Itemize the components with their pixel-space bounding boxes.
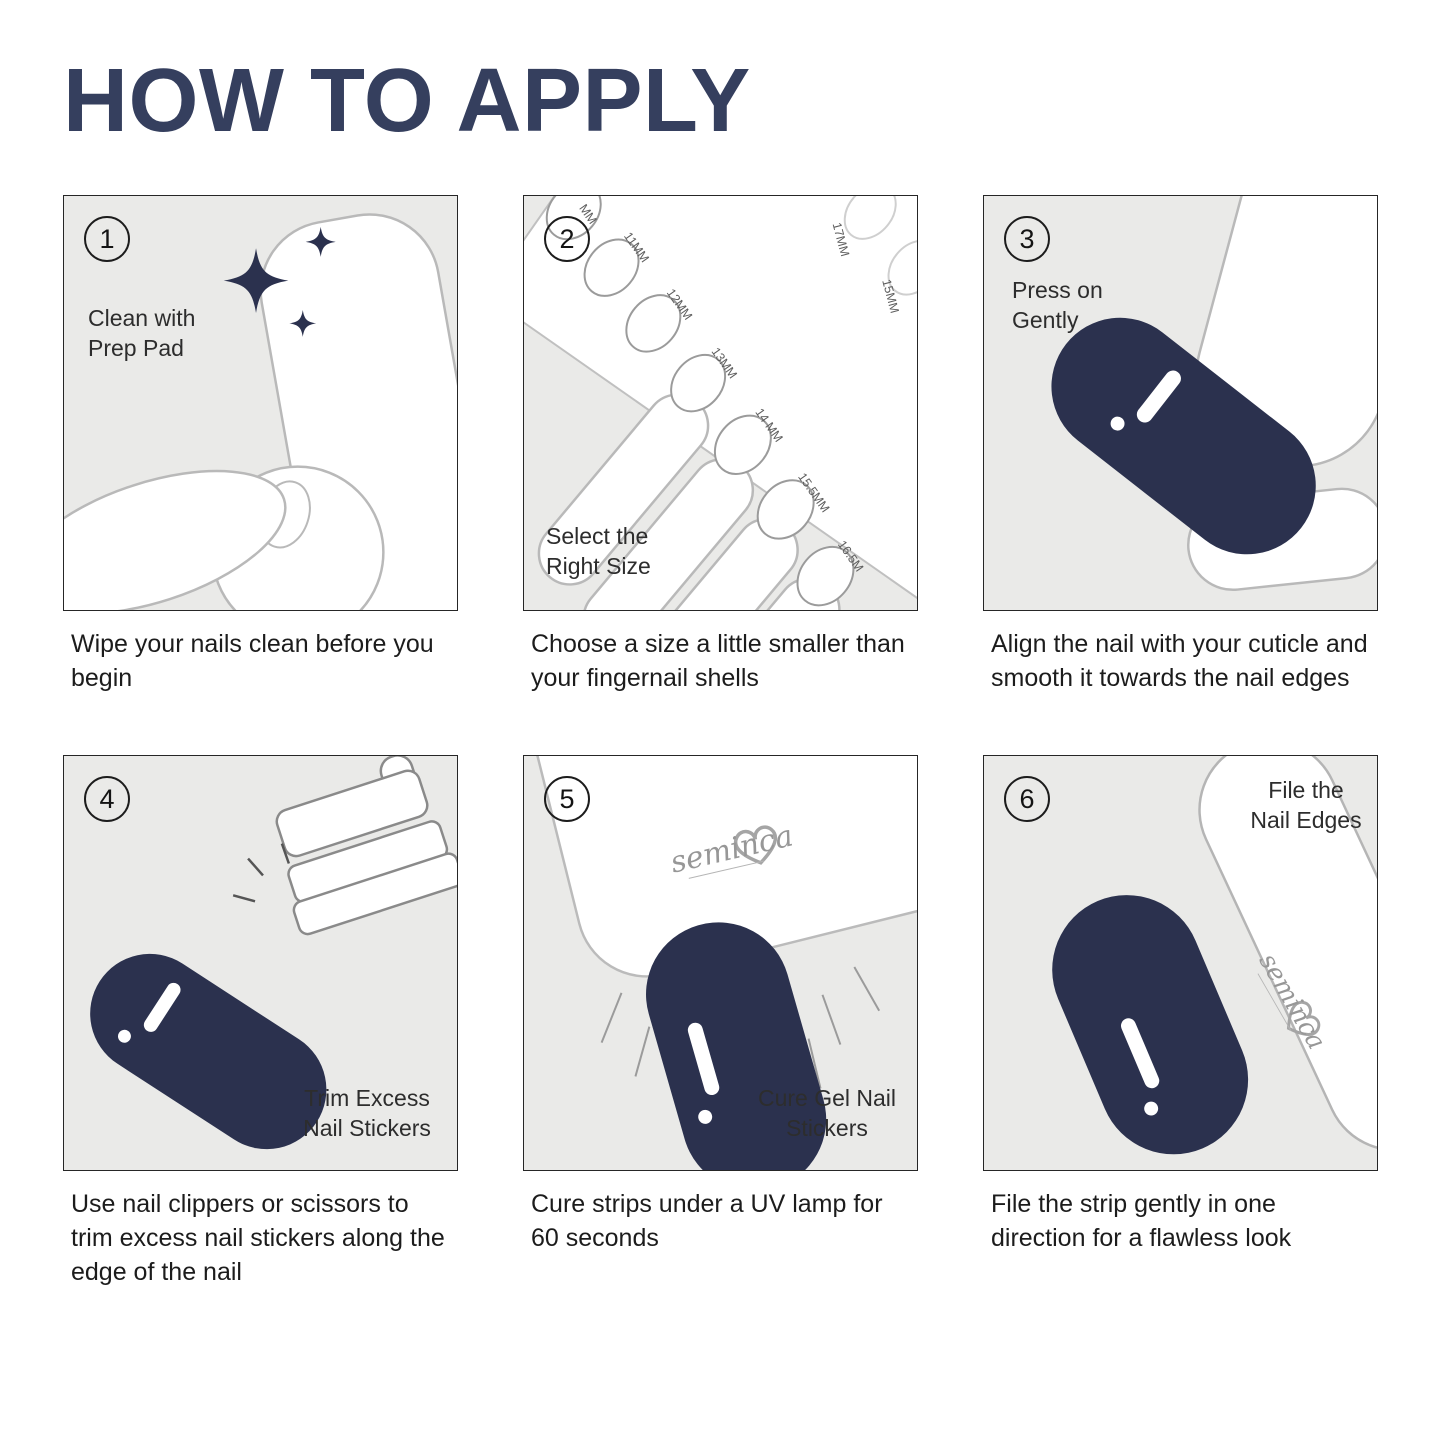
step-6-illustration-box: seminca 6 File the Nail Edges	[983, 755, 1378, 1171]
step-label: Cure Gel Nail Stickers	[757, 1085, 897, 1142]
step-caption: File the strip gently in one direction f…	[991, 1190, 1292, 1252]
step-2-illustration-box: MM 11MM 12MM 13MM 14 MM 15.5MM 16.5M 17M…	[523, 195, 918, 611]
step-6-illustration: seminca	[1052, 756, 1377, 1155]
step-panel-6: seminca 6 File the Nail Edges File the s…	[983, 755, 1378, 1291]
step-label: Select the Right Size	[546, 523, 651, 580]
step-panel-5: seminca 5 Cure Gel Nail	[523, 755, 918, 1291]
step-caption: Wipe your nails clean before you begin	[71, 630, 434, 692]
steps-grid: 1 Clean with Prep Pad Wipe your nails cl…	[63, 195, 1382, 1291]
step-panel-2: MM 11MM 12MM 13MM 14 MM 15.5MM 16.5M 17M…	[523, 195, 918, 731]
nail-sticker	[646, 922, 827, 1170]
step-5-illustration-box: seminca 5 Cure Gel Nail	[523, 755, 918, 1171]
step-number-badge: 2	[544, 216, 590, 262]
step-4-illustration-box: 4 Trim Excess Nail Stickers	[63, 755, 458, 1171]
nail-sticker	[90, 953, 327, 1150]
uv-lamp: seminca	[532, 756, 917, 978]
step-caption: Choose a size a little smaller than your…	[531, 630, 905, 692]
size-template-sheet	[524, 196, 917, 610]
step-label: Trim Excess Nail Stickers	[303, 1085, 431, 1142]
nail-clipper-icon	[275, 756, 457, 936]
step-number-badge: 3	[1004, 216, 1050, 262]
step-1-illustration-box: 1 Clean with Prep Pad	[63, 195, 458, 611]
step-caption: Align the nail with your cuticle and smo…	[991, 630, 1368, 692]
nail-sticker	[1051, 317, 1316, 555]
step-number-badge: 5	[544, 776, 590, 822]
step-panel-1: 1 Clean with Prep Pad Wipe your nails cl…	[63, 195, 458, 731]
page-title: HOW TO APPLY	[63, 51, 751, 151]
step-3-illustration-box: 3 Press on Gently	[983, 195, 1378, 611]
step-number-badge: 6	[1004, 776, 1050, 822]
step-number-badge: 1	[84, 216, 130, 262]
step-number-badge: 4	[84, 776, 130, 822]
nail-outlines	[545, 196, 855, 607]
step-panel-4: 4 Trim Excess Nail Stickers Use nail cli…	[63, 755, 458, 1291]
sparkles-icon	[223, 226, 336, 337]
finger	[64, 469, 287, 610]
step-4-illustration	[90, 756, 457, 1150]
step-caption: Use nail clippers or scissors to trim ex…	[71, 1190, 445, 1286]
step-1-illustration	[64, 213, 457, 610]
spark-lines	[232, 843, 291, 903]
step-label: Clean with Prep Pad	[88, 305, 196, 361]
nail-sticker	[1052, 895, 1249, 1155]
step-label: Press on Gently	[1012, 277, 1103, 333]
step-caption: Cure strips under a UV lamp for 60 secon…	[531, 1190, 883, 1252]
step-3-illustration	[1051, 196, 1377, 592]
step-5-illustration: seminca	[532, 756, 917, 1170]
light-rays	[600, 966, 881, 1089]
step-2-illustration: MM 11MM 12MM 13MM 14 MM 15.5MM 16.5M 17M…	[524, 196, 917, 610]
step-panel-3: 3 Press on Gently Align the nail with yo…	[983, 195, 1378, 731]
step-label: File the Nail Edges	[1250, 777, 1362, 833]
nail-outlines-faint	[843, 196, 917, 296]
